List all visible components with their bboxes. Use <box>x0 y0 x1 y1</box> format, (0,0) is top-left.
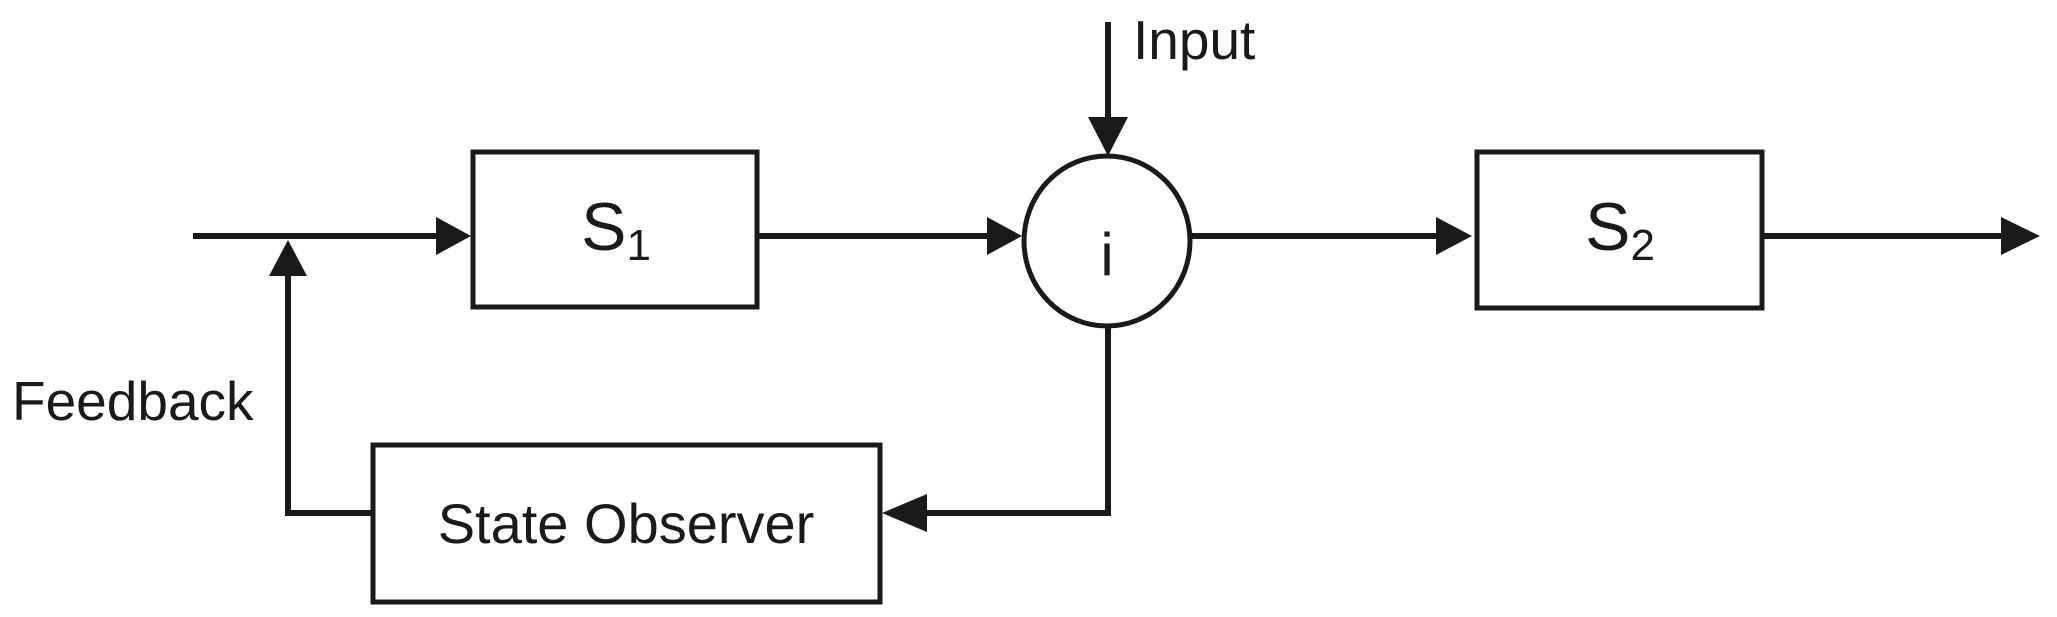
state-observer-label: State Observer <box>438 492 815 555</box>
feedback-label: Feedback <box>12 370 254 432</box>
summing-junction-circle <box>1021 153 1193 329</box>
s1-label: S1 <box>581 189 651 270</box>
s2-block <box>1474 149 1765 311</box>
arrowheads <box>269 117 2040 532</box>
node-shapes <box>370 149 1765 605</box>
arrowhead-into-observer-icon <box>882 494 927 532</box>
s1-block <box>470 149 760 310</box>
arrowhead-output-icon <box>2001 217 2040 255</box>
s1-label-main: S <box>581 189 626 265</box>
junction-to-observer-line <box>927 327 1111 516</box>
connector-lines <box>193 22 2001 516</box>
s2-label-subscript: 2 <box>1630 221 1654 270</box>
summing-junction-label: i <box>1100 221 1113 288</box>
s2-label-main: S <box>1585 189 1630 265</box>
observer-to-input-feedback-line <box>285 274 373 516</box>
arrowhead-into-s2-icon <box>1436 217 1472 255</box>
s2-label: S2 <box>1585 189 1655 270</box>
input-label: Input <box>1133 9 1255 71</box>
state-observer-block <box>370 442 883 605</box>
s1-label-subscript: 1 <box>626 221 650 270</box>
arrowhead-into-junction-icon <box>987 217 1022 255</box>
arrowhead-feedback-up-icon <box>269 240 307 276</box>
arrowhead-input-down-icon <box>1088 117 1128 156</box>
arrowhead-into-s1-icon <box>436 217 471 255</box>
text-labels: S1 i S2 State Observer Input Feedback <box>12 9 1655 555</box>
